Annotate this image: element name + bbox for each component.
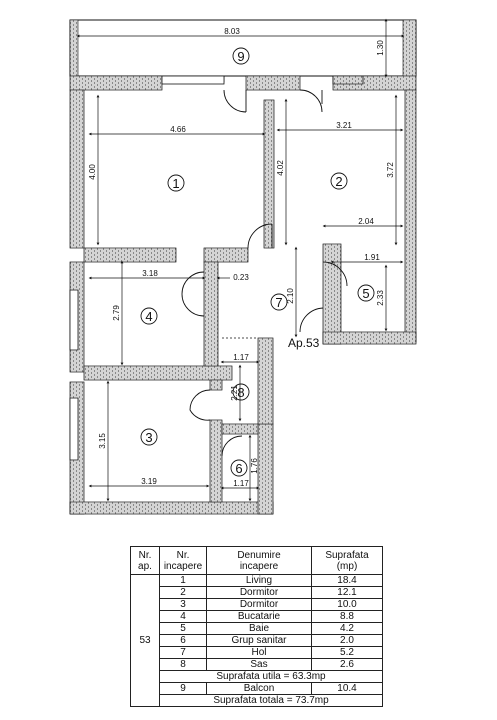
row-area: 2.6: [311, 658, 383, 671]
header-denumire-line1: Denumire: [237, 549, 281, 561]
dim-bedroom2-width: 3.21: [336, 121, 352, 130]
dim-sas-height: 2.21: [230, 385, 239, 401]
header-suprafata-line2: (mp): [336, 560, 358, 572]
dim-kitchen-width: 3.18: [142, 269, 158, 278]
row-area: 12.1: [311, 586, 383, 599]
row-area: 10.0: [311, 598, 383, 611]
header-suprafata-line1: Suprafata: [325, 549, 369, 561]
row-nr: 6: [159, 634, 207, 647]
row-name: Dormitor: [206, 598, 312, 611]
dim-kitchen-offset: 0.23: [233, 273, 249, 282]
room-number-9: 9: [237, 49, 244, 64]
dim-kitchen-height: 2.79: [112, 305, 121, 321]
balcony-row: 9 Balcon 10.4: [131, 682, 383, 695]
table-row: 7 Hol 5.2: [131, 646, 383, 659]
row-area: 8.8: [311, 610, 383, 623]
row-area: 18.4: [311, 574, 383, 587]
header-nr-ap: Nr.ap.: [130, 546, 160, 575]
row-area: 5.2: [311, 646, 383, 659]
row-name: Balcon: [206, 682, 312, 695]
header-suprafata: Suprafata(mp): [311, 546, 383, 575]
row-name: Hol: [206, 646, 312, 659]
dim-bedroom3-height: 3.15: [98, 433, 107, 449]
dim-sas-width: 1.17: [233, 353, 249, 362]
table-row: 3 Dormitor 10.0: [131, 598, 383, 611]
header-denumire-line2: incapere: [239, 560, 279, 572]
total-area-row: Suprafata totala = 73.7mp: [131, 694, 383, 707]
table-row: 2 Dormitor 12.1: [131, 586, 383, 599]
dim-living-height: 4.00: [88, 164, 97, 180]
dimension-labels: 8.03 1.30 4.66 4.00 3.21 3.72 4.02 2.04 …: [88, 27, 395, 488]
table-row: 4 Bucatarie 8.8: [131, 610, 383, 623]
room-number-1: 1: [172, 176, 179, 191]
room-number-4: 4: [145, 309, 152, 324]
floor-plan: 8.03 1.30 4.66 4.00 3.21 3.72 4.02 2.04 …: [69, 18, 417, 515]
room-number-8: 8: [237, 385, 244, 400]
header-nr-ap-line2: ap.: [138, 560, 152, 572]
row-name: Bucatarie: [206, 610, 312, 623]
balcony: [69, 19, 417, 77]
door-swings: [181, 89, 348, 457]
windows: [69, 75, 364, 461]
row-nr: 9: [159, 682, 207, 695]
useful-area-row: Suprafata utila = 63.3mp: [131, 670, 383, 683]
dim-bedroom3-width: 3.19: [141, 477, 157, 486]
header-nr-incapere-line2: incapere: [163, 560, 203, 572]
table-row: 6 Grup sanitar 2.0: [131, 634, 383, 647]
row-nr: 1: [159, 574, 207, 587]
row-nr: 8: [159, 658, 207, 671]
dim-hall-height: 2.10: [286, 288, 295, 304]
table-row: 5 Baie 4.2: [131, 622, 383, 635]
room-number-6: 6: [235, 461, 242, 476]
dim-bedroom2-height: 3.72: [386, 162, 395, 178]
dim-living-width: 4.66: [170, 125, 186, 134]
dim-wc-height: 1.76: [250, 458, 259, 474]
row-name: Grup sanitar: [206, 634, 312, 647]
header-nr-ap-line1: Nr.: [138, 549, 152, 561]
row-nr: 5: [159, 622, 207, 635]
row-name: Baie: [206, 622, 312, 635]
apartment-number-cell: 53: [130, 574, 160, 707]
apartment-label: Ap.53: [288, 336, 320, 350]
useful-area-total: Suprafata utila = 63.3mp: [159, 670, 383, 683]
room-number-7: 7: [275, 295, 282, 310]
dim-hall-upper: 4.02: [276, 160, 285, 176]
row-name: Dormitor: [206, 586, 312, 599]
table-row: 53 1 Living 18.4: [130, 574, 383, 707]
dim-bath-height: 2.33: [376, 290, 385, 306]
dimension-lines: [76, 18, 405, 502]
dim-balcony-width: 8.03: [224, 27, 240, 36]
row-name: Sas: [206, 658, 312, 671]
dim-bath-width: 1.91: [364, 253, 380, 262]
row-area: 4.2: [311, 622, 383, 635]
row-name: Living: [206, 574, 312, 587]
room-number-2: 2: [335, 174, 342, 189]
row-nr: 2: [159, 586, 207, 599]
room-number-3: 3: [145, 430, 152, 445]
room-markers: [140, 47, 375, 477]
header-nr-incapere: Nr.incapere: [159, 546, 207, 575]
dim-wc-width: 1.17: [233, 479, 249, 488]
header-nr-incapere-line1: Nr.: [176, 549, 190, 561]
row-area: 2.0: [311, 634, 383, 647]
room-number-5: 5: [362, 286, 369, 301]
row-nr: 7: [159, 646, 207, 659]
row-nr: 4: [159, 610, 207, 623]
dim-bedroom2-lower: 2.04: [358, 217, 374, 226]
table-row: 8 Sas 2.6: [131, 658, 383, 671]
room-numbers: 1 2 3 4 5 6 7 8 9: [145, 49, 369, 476]
row-area: 10.4: [311, 682, 383, 695]
row-nr: 3: [159, 598, 207, 611]
grand-total-area: Suprafata totala = 73.7mp: [159, 694, 383, 707]
dim-balcony-depth: 1.30: [376, 40, 385, 56]
